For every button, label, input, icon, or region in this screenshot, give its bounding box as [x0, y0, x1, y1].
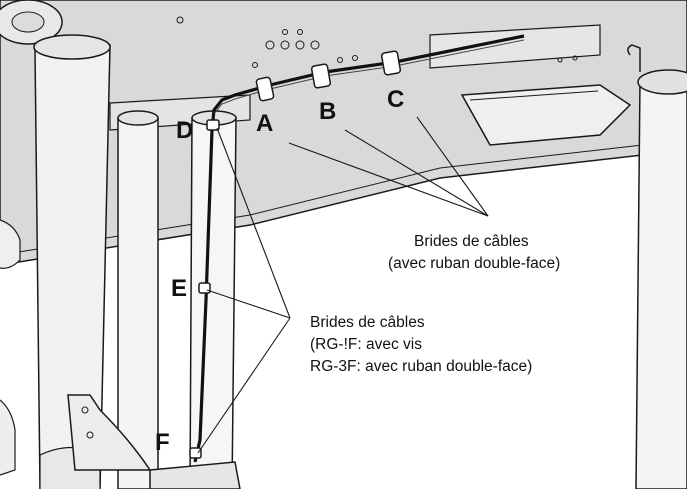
cable-column [189, 110, 237, 489]
lower-leaders [197, 127, 291, 454]
cable [193, 34, 525, 463]
right-column [635, 69, 687, 489]
clamp-f [189, 447, 202, 459]
lower-callout-line1: Brides de câbles [310, 314, 425, 331]
label-e: E [171, 275, 187, 302]
lower-callout-line3: RG-3F: avec ruban double-face) [310, 358, 532, 375]
upper-callout-line1: Brides de câbles [414, 233, 529, 250]
clamp-c [380, 50, 402, 76]
top-left-hub [0, 0, 63, 45]
lower-callout-line2: (RG-!F: avec vis [310, 336, 422, 353]
label-f: F [155, 429, 170, 456]
underside-panel [0, 0, 687, 266]
upper-leaders [288, 116, 489, 217]
rear-block [429, 24, 601, 69]
label-d: D [176, 117, 193, 144]
clamp-e [198, 282, 211, 294]
label-a: A [256, 110, 273, 137]
bottom-box [149, 461, 241, 489]
upper-callout-line2: (avec ruban double-face) [388, 255, 560, 272]
middle-column [117, 110, 159, 489]
clamp-b [310, 63, 332, 89]
label-b: B [319, 98, 336, 125]
hook-fixture [627, 44, 641, 72]
clamp-d [206, 119, 220, 131]
left-column [33, 34, 111, 489]
left-edge-detail [0, 219, 21, 269]
clamp-a [255, 76, 275, 102]
label-c: C [387, 86, 404, 113]
mounting-holes [176, 16, 578, 68]
